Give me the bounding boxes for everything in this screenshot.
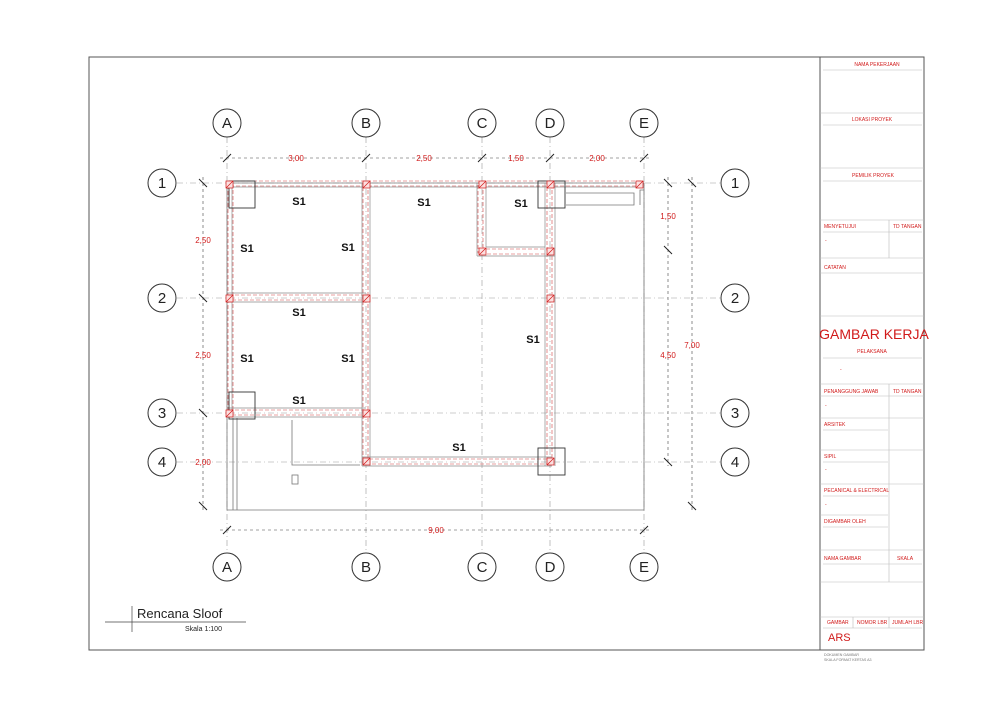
grid-label-1-right: 1 <box>731 175 739 192</box>
tb-menyetujui: MENYETUJUI <box>824 224 856 230</box>
dim-right-2: 4,50 <box>660 351 676 360</box>
tb-skala: SKALA <box>897 556 914 562</box>
tb-nomor-lbr: NOMOR LBR <box>857 620 888 626</box>
grid-label-4-left: 4 <box>158 454 166 471</box>
tb-pelaksana: PELAKSANA <box>857 349 887 355</box>
footing-pads <box>228 180 566 476</box>
tb-dash-menyetujui: - <box>825 238 827 244</box>
grid-label-a-top: A <box>222 115 232 132</box>
drawing-title: Rencana Sloof <box>137 606 223 621</box>
dimension-lines <box>202 157 693 531</box>
tb-td-tangan-2: TD TANGAN <box>893 389 922 395</box>
grid-label-d-bottom: D <box>545 559 556 576</box>
beam-label-s1: S1 <box>341 242 354 254</box>
beam-label-s1: S1 <box>514 198 527 210</box>
grid-label-b-top: B <box>361 115 371 132</box>
sloof-beams <box>227 180 644 465</box>
tb-nama-pekerjaan: NAMA PEKERJAAN <box>854 62 900 68</box>
dim-bottom-total: 9,00 <box>428 526 444 535</box>
beam-label-s1: S1 <box>526 334 539 346</box>
tb-penanggung-jawab: PENANGGUNG JAWAB <box>824 389 879 395</box>
grid-label-d-top: D <box>545 115 556 132</box>
tb-footnote-2: SKALA FORMAT KERTAS A3 <box>824 658 871 662</box>
tb-dash-mekanikal: - <box>825 502 827 508</box>
grid-label-b-bottom: B <box>361 559 371 576</box>
tb-sipil: SIPIL <box>824 454 836 460</box>
grid-label-c-top: C <box>477 115 488 132</box>
tb-digambar-oleh: DIGAMBAR OLEH <box>824 519 866 525</box>
tb-arsitek: ARSITEK <box>824 422 846 428</box>
dim-top-1: 3,00 <box>288 154 304 163</box>
dim-left-3: 2,00 <box>195 458 211 467</box>
dim-left-1: 2,50 <box>195 236 211 245</box>
grid-label-3-right: 3 <box>731 405 739 422</box>
building-outline <box>226 182 645 511</box>
beam-label-s1: S1 <box>341 353 354 365</box>
tb-pemilik-proyek: PEMILIK PROYEK <box>852 173 895 179</box>
beam-label-s1: S1 <box>292 307 305 319</box>
title-block-lines <box>820 69 924 629</box>
tb-gambar: GAMBAR <box>827 620 849 626</box>
dimension-ticks <box>198 153 697 535</box>
tb-dash-penanggung: - <box>825 403 827 409</box>
dim-right-total: 7,00 <box>684 341 700 350</box>
drawing-scale: Skala 1:100 <box>185 626 222 633</box>
tb-jumlah-lbr: JUMLAH LBR <box>892 620 924 626</box>
beam-label-s1: S1 <box>240 353 253 365</box>
beam-label-s1: S1 <box>452 442 465 454</box>
dim-left-2: 2,50 <box>195 351 211 360</box>
tb-catatan: CATATAN <box>824 265 846 271</box>
tb-mekanikal: PECANICAL & ELECTRICAL <box>824 488 889 494</box>
grid-label-1-left: 1 <box>158 175 166 192</box>
grid-label-e-top: E <box>639 115 649 132</box>
grid-lines <box>177 137 720 553</box>
tb-gambar-kerja: GAMBAR KERJA <box>819 326 929 342</box>
grid-label-2-right: 2 <box>731 290 739 307</box>
beam-label-s1: S1 <box>292 395 305 407</box>
tb-nama-gambar: NAMA GAMBAR <box>824 556 862 562</box>
beam-edges <box>227 183 644 467</box>
dim-top-2: 2,50 <box>416 154 432 163</box>
grid-label-3-left: 3 <box>158 405 166 422</box>
tb-lokasi-proyek: LOKASI PROYEK <box>852 117 893 123</box>
grid-label-a-bottom: A <box>222 559 232 576</box>
dim-right-1: 1,50 <box>660 212 676 221</box>
tb-dash-pelaksana: - <box>840 367 842 373</box>
column-markers <box>225 180 644 466</box>
tb-code: ARS <box>828 632 851 644</box>
beam-label-s1: S1 <box>417 197 430 209</box>
grid-label-2-left: 2 <box>158 290 166 307</box>
tb-dash-sipil: - <box>825 467 827 473</box>
tb-footnote-1: DOKUMEN GAMBAR <box>824 653 859 657</box>
sheet-border <box>88 56 925 651</box>
grid-label-e-bottom: E <box>639 559 649 576</box>
beam-label-s1: S1 <box>292 196 305 208</box>
dim-top-4: 2,00 <box>589 154 605 163</box>
grid-label-4-right: 4 <box>731 454 739 471</box>
dim-top-3: 1,50 <box>508 154 524 163</box>
tb-td-tangan: TD TANGAN <box>893 224 922 230</box>
grid-label-c-bottom: C <box>477 559 488 576</box>
grid-bubbles <box>147 108 750 582</box>
beam-label-s1: S1 <box>240 243 253 255</box>
